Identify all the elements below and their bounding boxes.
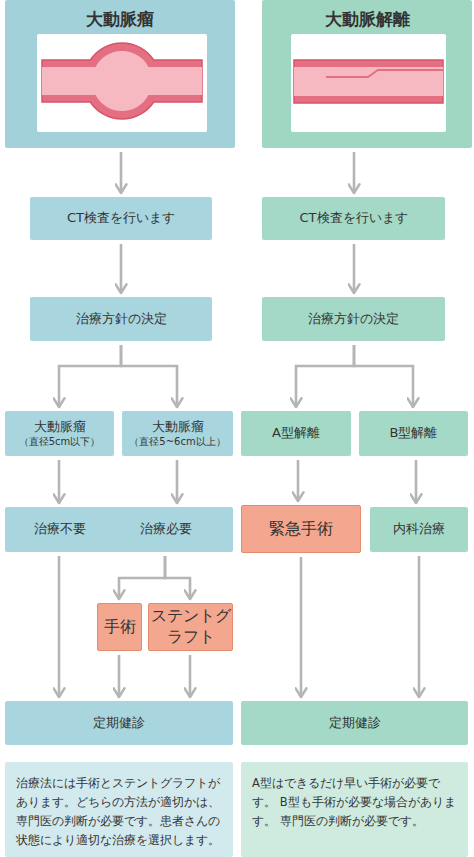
node-label: 緊急手術 [269,519,333,540]
dissection-illustration [291,34,446,132]
flow-arrow [118,655,121,697]
note-box: A型はできるだけ早い手術が必要です。 B型も手術が必要な場合があります。 専門医… [241,762,468,857]
process-box: CT検査を行います [30,197,212,240]
node-label: B型解離 [390,425,438,442]
process-box: 定期健診 [5,701,233,745]
header-box: 大動脈瘤 [5,0,235,148]
process-box: 治療方針の決定 [30,297,212,341]
node-label: 治療不要 [34,521,86,538]
aorta-wall [42,43,202,119]
node-label: CT検査を行います [67,210,175,227]
process-box: 大動脈瘤（直径5~6cm以上） [122,411,233,456]
flow-arrow [165,556,190,599]
flow-arrow [119,556,165,599]
node-label: 大動脈瘤 [152,419,204,436]
process-box: 定期健診 [241,701,468,745]
process-box: 治療必要 [98,507,233,552]
process-box: CT検査を行います [262,197,445,240]
node-label: ステントグラフト [149,606,232,648]
node-label: （直径5cm以下） [19,435,101,448]
node-label: A型解離 [272,425,320,442]
flow-arrow [121,345,177,407]
node-label: 定期健診 [93,715,145,732]
note-box: 治療法には手術とステントグラフトがあります。どちらの方法が適切かは、専門医の判断… [5,762,233,857]
flow-arrow [300,557,303,697]
emergency-box: 手術 [97,603,142,651]
node-label: 大動脈瘤 [34,419,86,436]
flow-arrow [418,556,421,697]
process-box: A型解離 [241,411,351,456]
flow-arrow [176,460,179,503]
flow-arrow [120,152,123,193]
node-label: 大動脈瘤 [86,8,154,30]
aorta-wall [294,60,443,103]
flow-arrow [120,244,123,293]
process-box: 大動脈瘤（直径5cm以下） [5,411,114,456]
flow-arrow [297,460,300,501]
node-label: （直径5~6cm以上） [129,435,225,448]
node-label: 治療必要 [140,521,192,538]
flow-arrow [189,655,192,697]
illustration-panel [37,34,207,132]
node-label: 手術 [104,617,136,638]
process-box: 内科治療 [370,507,468,552]
flow-arrow [415,460,418,503]
node-label: A型はできるだけ早い手術が必要です。 B型も手術が必要な場合があります。 専門医… [252,774,457,831]
node-label: 治療方針の決定 [76,311,167,328]
node-label: 定期健診 [329,715,381,732]
node-label: 治療法には手術とステントグラフトがあります。どちらの方法が適切かは、専門医の判断… [16,774,222,850]
emergency-box: ステントグラフト [148,603,233,651]
process-box: 治療方針の決定 [262,297,445,341]
node-label: 内科治療 [393,521,445,538]
flow-arrow [353,152,356,193]
illustration-panel [291,34,446,132]
flow-arrow [353,244,356,293]
aorta-lumen [294,67,443,96]
dissection-flap [326,70,443,77]
flow-arrow [58,556,61,697]
emergency-box: 緊急手術 [241,505,361,553]
node-label: CT検査を行います [299,210,407,227]
node-label: 大動脈解離 [325,8,410,30]
flow-arrow [296,345,354,407]
flow-arrow [59,345,121,407]
aneurysm-illustration [37,34,207,132]
flow-arrow [58,460,61,503]
flow-arrow [354,345,413,407]
node-label: 治療方針の決定 [308,311,399,328]
header-box: 大動脈解離 [262,0,472,148]
process-box: B型解離 [359,411,468,456]
aorta-lumen [42,51,202,111]
